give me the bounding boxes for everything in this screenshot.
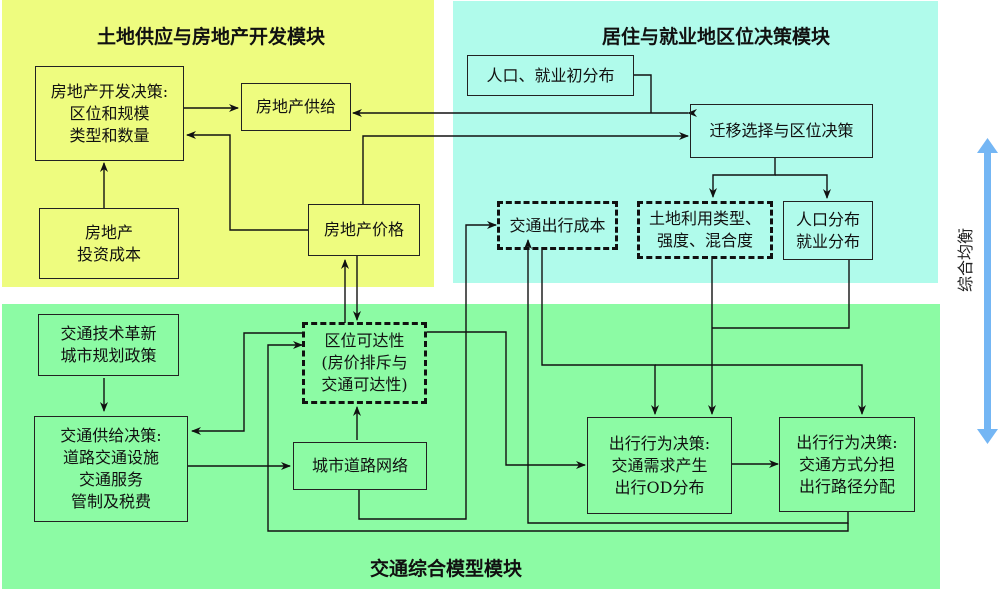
node-re-price: 房地产价格: [308, 204, 420, 256]
node-migration: 迁移选择与区位决策: [690, 104, 873, 158]
node-dev-decision: 房地产开发决策: 区位和规模 类型和数量: [35, 66, 184, 161]
node-re-cost: 房地产 投资成本: [39, 208, 179, 279]
node-supply-decision: 交通供给决策: 道路交通设施 交通服务 管制及税费: [34, 416, 188, 522]
node-travel-mode: 出行行为决策: 交通方式分担 出行路径分配: [779, 417, 915, 512]
node-road-network: 城市道路网络: [293, 442, 427, 490]
node-travel-cost: 交通出行成本: [497, 201, 618, 250]
node-pop-dist: 人口分布 就业分布: [783, 201, 873, 260]
node-pop-init: 人口、就业初分布: [467, 55, 634, 96]
node-landuse: 土地利用类型、 强度、混合度: [637, 201, 773, 259]
equilibrium-arrow: [977, 138, 998, 444]
node-tech-policy: 交通技术革新 城市规划政策: [38, 314, 179, 376]
node-accessibility: 区位可达性 (房价排斥与 交通可达性): [302, 322, 427, 404]
node-re-supply: 房地产供给: [241, 83, 351, 131]
land-module-title: 土地供应与房地产开发模块: [97, 26, 326, 48]
node-travel-demand: 出行行为决策: 交通需求产生 出行OD分布: [587, 417, 732, 514]
equilibrium-label: 综合均衡: [956, 227, 975, 292]
residence-module-title: 居住与就业地区位决策模块: [602, 26, 831, 48]
transport-module-title: 交通综合模型模块: [370, 558, 523, 580]
